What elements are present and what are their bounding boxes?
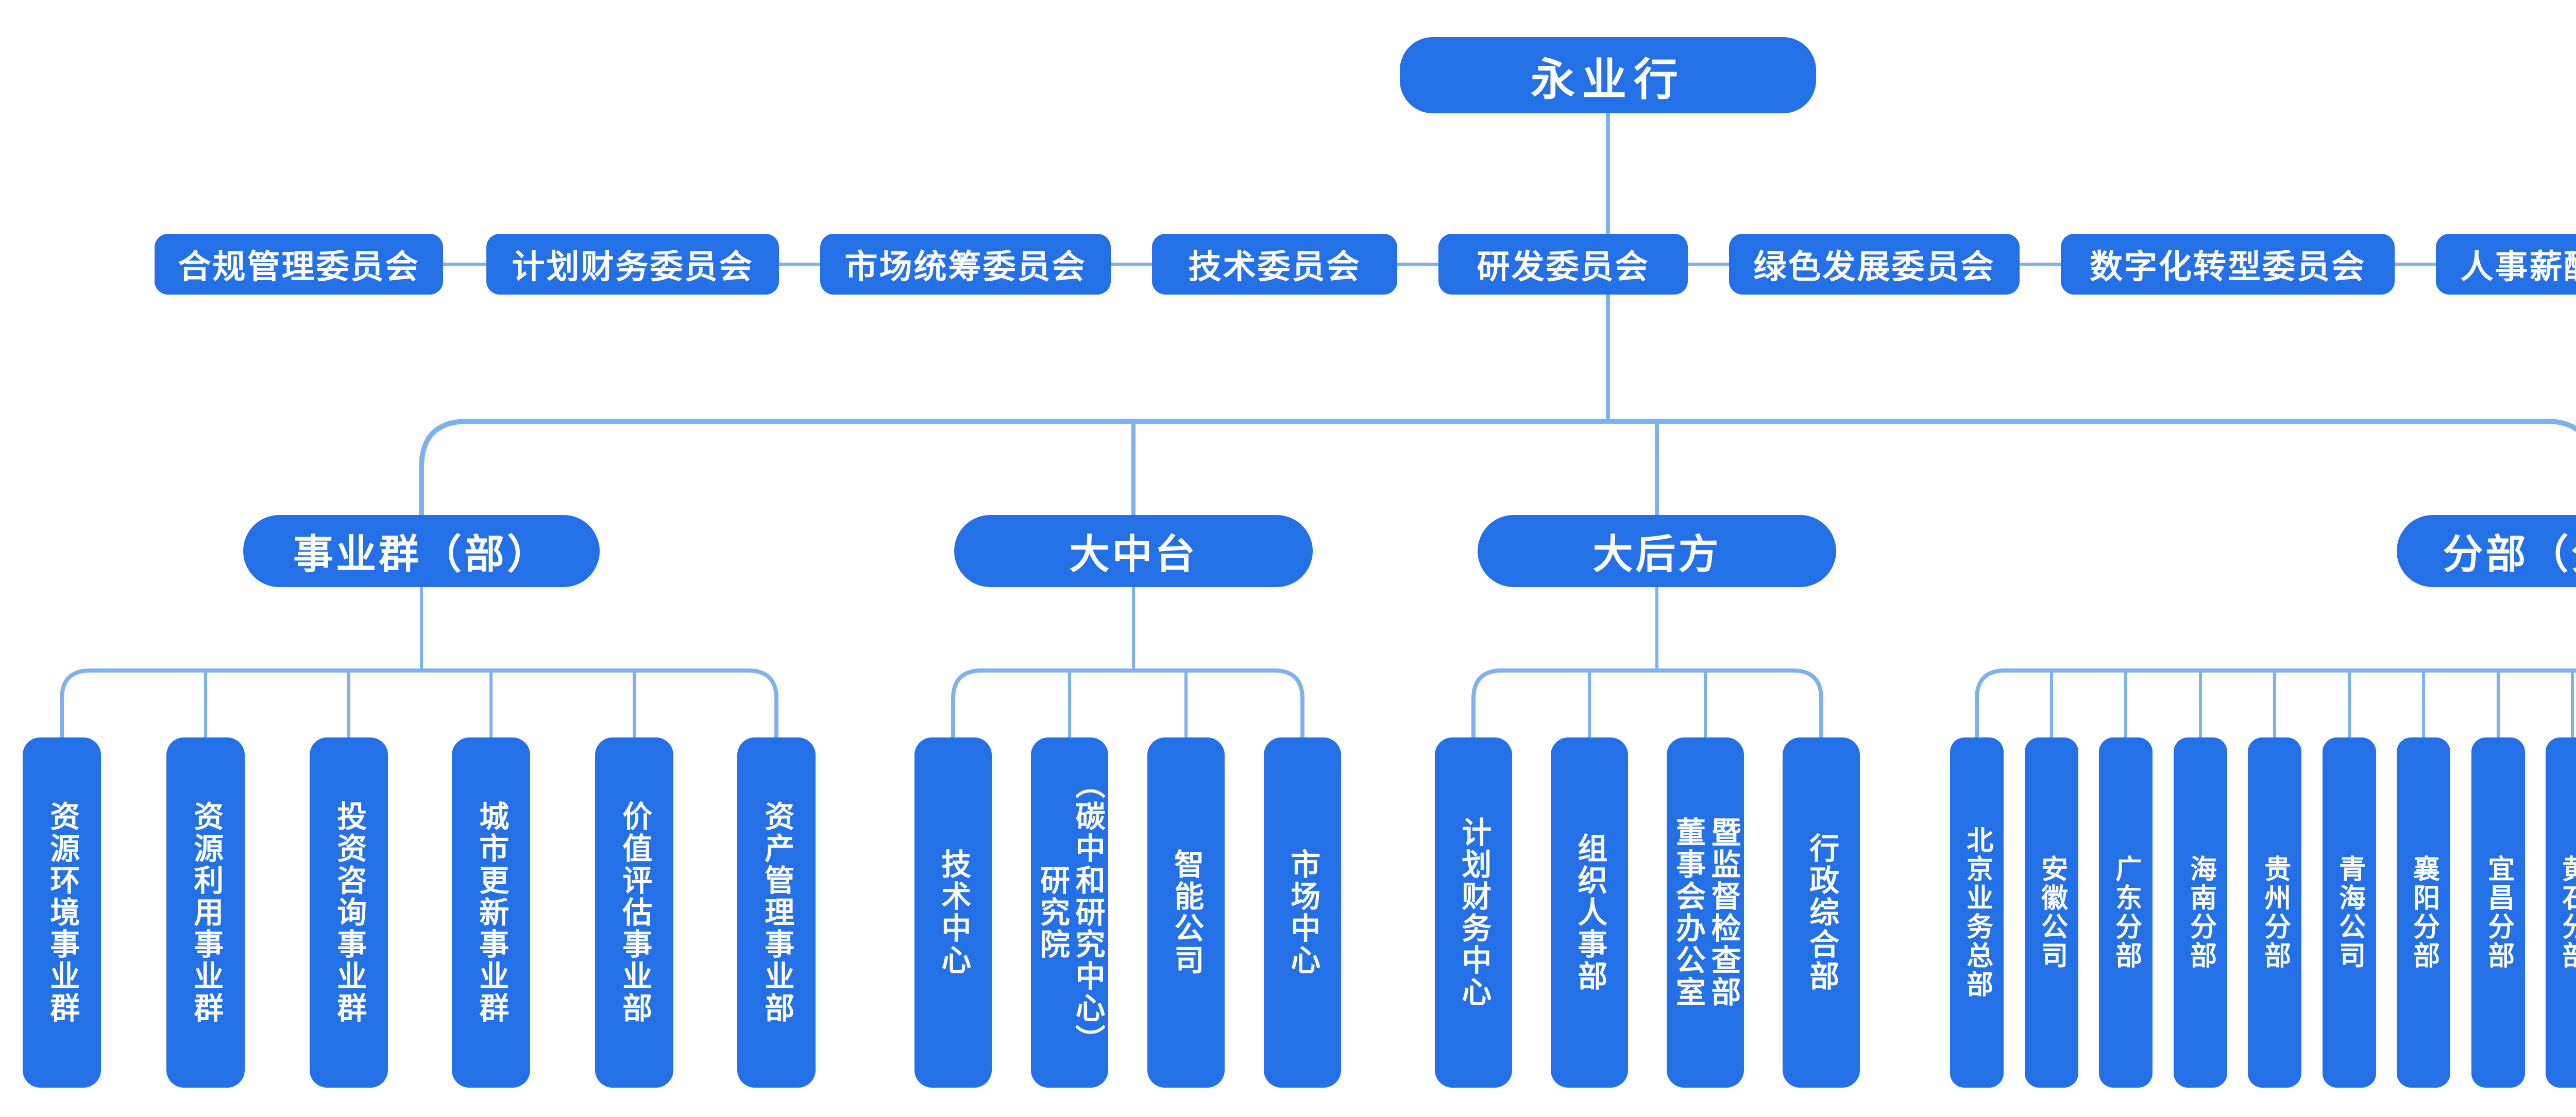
department-node[interactable]: 安徽公司: [2025, 737, 2078, 1088]
department-node[interactable]: 襄阳分部: [2397, 737, 2450, 1088]
department-node[interactable]: 城市更新事业群: [452, 737, 530, 1088]
department-label: 安徽公司: [2037, 855, 2067, 970]
org-root-node[interactable]: 永业行: [1400, 37, 1816, 113]
group-node[interactable]: 事业群（部）: [243, 515, 600, 587]
group-node[interactable]: 大中台: [954, 515, 1313, 587]
department-node[interactable]: 行政综合部: [1783, 737, 1860, 1088]
department-node[interactable]: 智能公司: [1147, 737, 1225, 1088]
group-label: 分部（分公司）: [2443, 531, 2576, 577]
department-label: 资源利用事业群: [189, 801, 223, 1024]
department-label: 董事会办公室 暨监督检查部: [1671, 817, 1740, 1008]
department-label: 北京业务总部: [1962, 826, 1992, 999]
committee-label: 人事薪酬委员会: [2460, 248, 2576, 285]
department-node[interactable]: 研究院 （碳中和研究中心）: [1031, 737, 1108, 1088]
department-label: 研究院 （碳中和研究中心）: [1036, 769, 1105, 1056]
org-root-label: 永业行: [1531, 55, 1685, 105]
department-label: 投资咨询事业群: [332, 801, 366, 1024]
department-label: 行政综合部: [1805, 833, 1839, 992]
department-label: 计划财务中心: [1457, 817, 1491, 1008]
committee-node[interactable]: 研发委员会: [1438, 234, 1688, 295]
group-label: 事业群（部）: [293, 531, 550, 577]
department-node[interactable]: 青海公司: [2323, 737, 2376, 1088]
department-node[interactable]: 贵州分部: [2248, 737, 2301, 1088]
committee-node[interactable]: 数字化转型委员会: [2061, 234, 2395, 295]
committee-node[interactable]: 计划财务委员会: [486, 234, 779, 295]
department-node[interactable]: 市场中心: [1264, 737, 1341, 1088]
committee-node[interactable]: 人事薪酬委员会: [2436, 234, 2576, 295]
committee-label: 合规管理委员会: [178, 248, 420, 285]
department-label: 广东分部: [2111, 855, 2141, 970]
department-label: 宜昌分部: [2483, 855, 2514, 970]
department-node[interactable]: 投资咨询事业群: [310, 737, 388, 1088]
committee-label: 计划财务委员会: [512, 248, 754, 285]
committee-label: 市场统筹委员会: [844, 248, 1087, 285]
department-label: 青海公司: [2334, 855, 2365, 970]
department-label: 海南分部: [2185, 855, 2216, 970]
department-label: 价值评估事业部: [618, 801, 652, 1024]
committee-label: 技术委员会: [1188, 248, 1361, 285]
department-label: 技术中心: [937, 849, 971, 976]
department-node[interactable]: 资源环境事业群: [23, 737, 101, 1088]
department-node[interactable]: 董事会办公室 暨监督检查部: [1667, 737, 1744, 1088]
department-label: 智能公司: [1170, 849, 1204, 976]
committee-label: 绿色发展委员会: [1753, 248, 1995, 285]
department-node[interactable]: 技术中心: [914, 737, 992, 1088]
department-node[interactable]: 海南分部: [2174, 737, 2227, 1088]
department-node[interactable]: 组织人事部: [1551, 737, 1628, 1088]
group-label: 大后方: [1592, 531, 1721, 577]
department-label: 组织人事部: [1573, 833, 1607, 992]
department-node[interactable]: 价值评估事业部: [595, 737, 673, 1088]
department-label: 贵州分部: [2260, 855, 2290, 970]
department-label: 资源环境事业群: [45, 801, 79, 1024]
department-node[interactable]: 广东分部: [2099, 737, 2153, 1088]
department-node[interactable]: 宜昌分部: [2471, 737, 2525, 1088]
department-node[interactable]: 资源利用事业群: [166, 737, 245, 1088]
committee-label: 数字化转型委员会: [2090, 248, 2366, 285]
committee-node[interactable]: 合规管理委员会: [155, 234, 443, 295]
department-label: 市场中心: [1286, 849, 1320, 976]
committee-node[interactable]: 绿色发展委员会: [1729, 234, 2020, 295]
committee-label: 研发委员会: [1477, 248, 1650, 285]
department-node[interactable]: 计划财务中心: [1435, 737, 1512, 1088]
department-label: 襄阳分部: [2409, 855, 2439, 970]
department-label: 城市更新事业群: [474, 801, 509, 1024]
committee-node[interactable]: 市场统筹委员会: [820, 234, 1111, 295]
group-label: 大中台: [1069, 531, 1198, 577]
committee-node[interactable]: 技术委员会: [1152, 234, 1397, 295]
department-label: 黄石分部: [2557, 855, 2576, 970]
group-node[interactable]: 分部（分公司）: [2397, 515, 2576, 587]
department-node[interactable]: 北京业务总部: [1950, 737, 2004, 1088]
group-node[interactable]: 大后方: [1478, 515, 1836, 587]
department-node[interactable]: 资产管理事业部: [737, 737, 816, 1088]
department-node[interactable]: 黄石分部: [2546, 737, 2576, 1088]
department-label: 资产管理事业部: [760, 801, 794, 1024]
